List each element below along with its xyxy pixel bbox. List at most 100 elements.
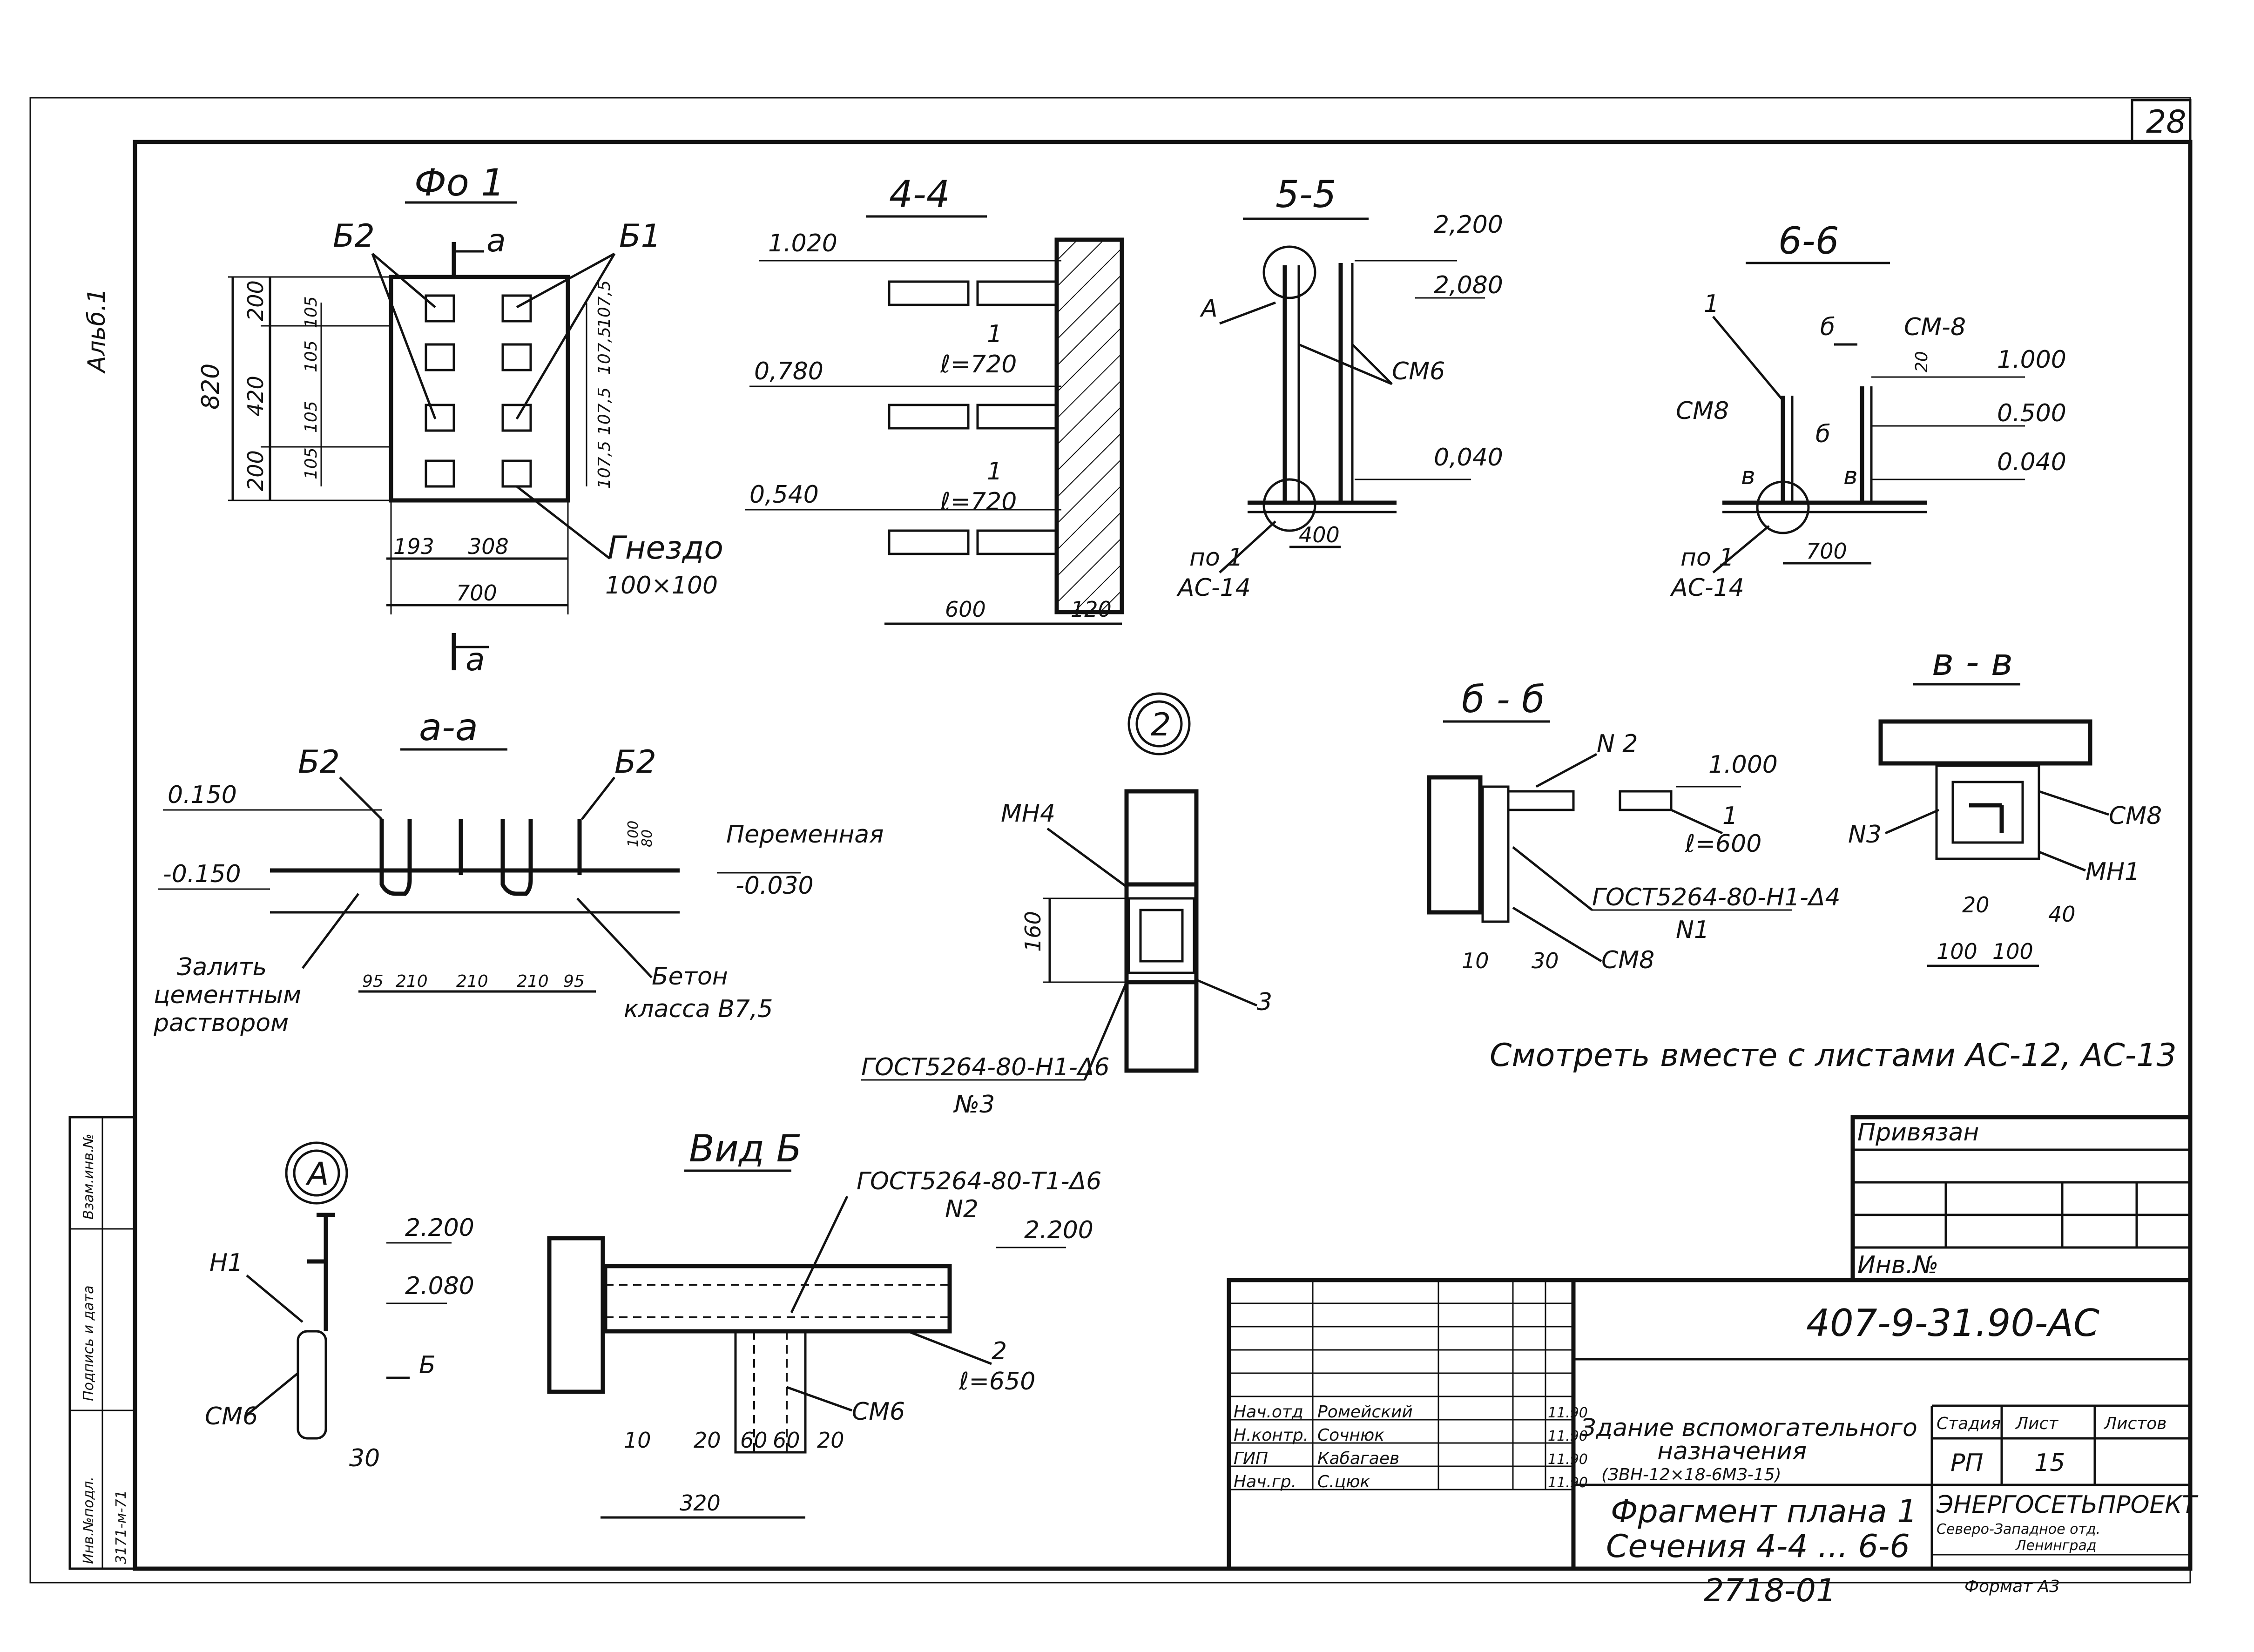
section-v-v: в - в N3 СМ8 МН1 20 40 100 100: [1848, 641, 2162, 967]
section-a-a: а-а Б2 Б2 0.150 -0.150 Переменная -0.030…: [153, 706, 884, 1037]
node-a: А Н1 2.200 2.080 Б СМ6 30: [205, 1141, 474, 1472]
dim-30-a: 30: [349, 1444, 380, 1472]
mark-mn4: МН4: [1001, 800, 1055, 828]
level-0780: 0,780: [754, 357, 823, 385]
bottom-code: 2718-01: [1704, 1572, 1836, 1609]
name-4: С.цюк: [1317, 1472, 1370, 1491]
dim-200a: 200: [243, 280, 268, 321]
mark-b-top: б: [1820, 313, 1835, 341]
name-1: Ромейский: [1317, 1403, 1413, 1422]
callout-a: А: [1200, 295, 1218, 323]
bar-length-vb: ℓ=650: [958, 1368, 1035, 1396]
dim-20a-vb: 20: [694, 1428, 721, 1453]
dim-20: 20: [1912, 351, 1931, 372]
level-2080-a: 2.080: [405, 1272, 474, 1300]
dim-100b-vv: 100: [1992, 939, 2033, 964]
strip-c4: 3171-м-71: [113, 1490, 129, 1564]
bar-length-bb: ℓ=600: [1685, 830, 1761, 858]
concrete-1: Бетон: [652, 963, 728, 991]
mark-b1: Б1: [619, 218, 661, 255]
mark-1: 1: [1704, 290, 1719, 318]
section-aa-title: а-а: [419, 706, 478, 749]
section-6-6: 6-6 1 б СМ-8 СМ8 б 20 1.000 0.500 0.040 …: [1670, 219, 2066, 602]
mark-mn1: МН1: [2085, 858, 2140, 886]
role-3: ГИП: [1234, 1449, 1268, 1468]
weld-view-b-no: N2: [945, 1195, 979, 1223]
dim-160: 160: [1020, 911, 1046, 952]
dim-60b-vb: 60: [773, 1428, 800, 1453]
dim-320-vb: 320: [680, 1490, 721, 1516]
mark-sm8-top: СМ-8: [1904, 313, 1966, 341]
dim-20-vv: 20: [1962, 892, 1990, 917]
bar-mark-vb: 2: [992, 1337, 1007, 1365]
dim-30-bb: 30: [1532, 948, 1559, 973]
level-0040: 0,040: [1434, 444, 1503, 472]
level-0040-66: 0.040: [1997, 448, 2066, 476]
section-55-title: 5-5: [1275, 173, 1336, 216]
stage-val: РП: [1950, 1449, 1983, 1477]
mark-b2: Б2: [333, 218, 375, 255]
level-2200-vb: 2.200: [1024, 1216, 1093, 1244]
dim-1075b: 107,5: [595, 327, 614, 375]
level-2080: 2,080: [1434, 271, 1503, 299]
building-3: (ЗВН-12×18-6МЗ-15): [1601, 1465, 1782, 1484]
ref-no-66: по 1: [1680, 544, 1734, 572]
bar-length-b: ℓ=720: [940, 488, 1017, 516]
dim-1075d: 107,5: [595, 441, 614, 489]
sheet-title-2: Сечения 4-4 ... 6-6: [1606, 1528, 1910, 1565]
dim-120: 120: [1071, 597, 1112, 622]
stamp-privyazan: Привязан: [1857, 1119, 1979, 1146]
dim-210a: 210: [396, 972, 428, 991]
dim-40-vv: 40: [2048, 902, 2076, 927]
sheets-head: Листов: [2103, 1414, 2166, 1433]
section-b-b: б - б N 2 1.000 1 ℓ=600 ГОСТ5264-80-Н1-Δ…: [1427, 678, 1841, 974]
level-0500: 0.500: [1997, 399, 2066, 427]
dim-700: 700: [456, 580, 497, 606]
weld-n3: ГОСТ5264-80-Н1-Δ6: [861, 1053, 1110, 1081]
dim-105d: 105: [302, 447, 321, 479]
weld-bb-no: N1: [1676, 916, 1709, 944]
section-mark-bottom: а: [466, 641, 485, 678]
building-1: Здание вспомогательного: [1580, 1414, 1917, 1442]
bar-mark-1a: 1: [987, 320, 1002, 348]
mark-n2: N 2: [1597, 730, 1638, 758]
date-3: 11.90: [1548, 1451, 1588, 1468]
dim-105b: 105: [302, 340, 321, 372]
dim-400: 400: [1299, 522, 1340, 547]
dim-1075c: 107,5: [595, 387, 614, 435]
sheet-frame: [29, 97, 2193, 1584]
stage-head: Стадия: [1937, 1414, 2001, 1433]
dim-10-bb: 10: [1462, 948, 1489, 973]
section-mark-top: а: [486, 223, 506, 259]
stamp-inv-no: Инв.№: [1857, 1251, 1938, 1279]
view-mark-b: Б: [419, 1351, 436, 1379]
strip-c2: Подпись и дата: [81, 1286, 97, 1402]
socket-grid: [425, 294, 532, 488]
dim-105c: 105: [302, 401, 321, 433]
element-cm8-bb: СМ8: [1601, 946, 1654, 974]
building-2: назначения: [1657, 1437, 1807, 1465]
sheet-val: 15: [2034, 1449, 2065, 1477]
mark-b2-left: Б2: [298, 744, 340, 781]
dim-600: 600: [945, 597, 986, 622]
mark-b2-right: Б2: [614, 744, 656, 781]
dim-60a-vb: 60: [740, 1428, 768, 1453]
bar-mark-bb: 1: [1722, 802, 1738, 830]
level-1000: 1.000: [1997, 346, 2066, 374]
mark-3: 3: [1257, 988, 1272, 1016]
mark-h1: Н1: [209, 1249, 243, 1277]
dim-95a: 95: [362, 972, 384, 991]
strip-c3: Инв.№подл.: [81, 1477, 97, 1564]
fill-2: цементным: [154, 981, 301, 1009]
ref-no: по 1: [1189, 544, 1243, 572]
section-vv-title: в - в: [1932, 641, 2013, 684]
dim-100a-vv: 100: [1937, 939, 1977, 964]
org-1: ЭНЕРГОСЕТЬПРОЕКТ: [1936, 1491, 2199, 1519]
dim-308: 308: [468, 534, 509, 559]
mark-v-left: в: [1741, 462, 1755, 490]
dim-420: 420: [243, 376, 268, 417]
role-2: Н.контр.: [1234, 1426, 1309, 1445]
section-bb-title: б - б: [1462, 678, 1545, 721]
dim-10-vb: 10: [624, 1428, 651, 1453]
